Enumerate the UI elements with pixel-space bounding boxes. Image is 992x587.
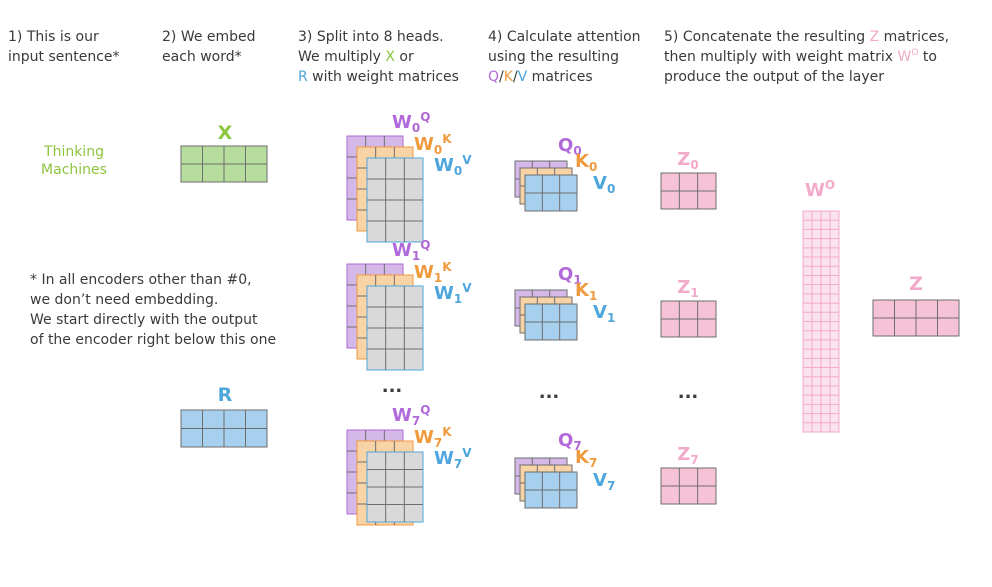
step-1-line-1: 1) This is our [8, 29, 99, 45]
z1-label: Z1 [677, 277, 698, 300]
z0: Z0 [660, 149, 717, 210]
head-1-weights: W1Q W1K W1V [346, 238, 472, 371]
encoder-note: * In all encoders other than #0, we don’… [30, 272, 276, 348]
step-3-line-2: We multiply X or [298, 49, 414, 65]
q0-label: Q0 [558, 135, 582, 158]
z7-label: Z7 [677, 444, 698, 467]
step-4-line-2: using the resulting [488, 49, 619, 65]
step-3-line-3: R with weight matrices [298, 69, 459, 85]
qkv-ellipsis: ... [539, 382, 560, 403]
w0q-label: W0Q [392, 110, 430, 135]
output-z: Z [872, 273, 960, 337]
step-1-line-2: input sentence* [8, 49, 120, 65]
x-label: X [218, 122, 233, 144]
k0-label: K0 [575, 151, 597, 174]
k7-label: K7 [575, 447, 597, 470]
z0-label: Z0 [677, 149, 698, 172]
head-1-qkv: Q1 K1 V1 [514, 264, 615, 341]
step-4-line-1: 4) Calculate attention [488, 29, 641, 45]
step-4-header: 4) Calculate attention using the resulti… [488, 29, 641, 85]
x-matrix [180, 145, 268, 183]
note-line-1: * In all encoders other than #0, [30, 272, 252, 288]
w0k-label: W0K [414, 132, 452, 157]
r-label: R [218, 384, 233, 406]
embedding-x: X [180, 122, 268, 183]
r-matrix [180, 409, 268, 448]
v0-label: V0 [593, 173, 615, 196]
z0-matrix [660, 172, 717, 210]
z1-matrix [660, 300, 717, 338]
step-5-line-2: then multiply with weight matrix WO to [664, 48, 937, 65]
z7-matrix [660, 467, 717, 505]
step-2-line-1: 2) We embed [162, 29, 256, 45]
wo-matrix [802, 210, 840, 433]
x-word: X [385, 49, 395, 65]
step-4-line-3: Q/K/V matrices [488, 69, 593, 85]
note-line-2: we don’t need embedding. [30, 292, 218, 308]
w1q-label: W1Q [392, 238, 430, 263]
w7v-label: W7V [434, 446, 472, 471]
r-word: R [298, 69, 308, 85]
w7v-matrix [366, 451, 424, 523]
output-z-matrix [872, 299, 960, 337]
q1-label: Q1 [558, 264, 582, 287]
head-7-qkv: Q7 K7 V7 [514, 430, 615, 509]
note-line-4: of the encoder right below this one [30, 332, 276, 348]
step-2-line-2: each word* [162, 49, 242, 65]
input-sentence: Thinking Machines [41, 144, 107, 178]
output-z-label: Z [909, 273, 923, 295]
w0v-matrix [366, 157, 424, 243]
step-2-header: 2) We embed each word* [162, 29, 256, 65]
w1k-label: W1K [414, 260, 452, 285]
weights-ellipsis: ... [382, 376, 403, 397]
w1v-label: W1V [434, 281, 472, 306]
w1v-matrix [366, 285, 424, 371]
step-3-header: 3) Split into 8 heads. We multiply X or … [298, 29, 459, 85]
output-weight: WO [802, 178, 840, 433]
step-1-header: 1) This is our input sentence* [8, 29, 120, 65]
head-0-qkv: Q0 K0 V0 [514, 135, 615, 212]
v7-label: V7 [593, 470, 615, 493]
embedding-r: R [180, 384, 268, 448]
input-word-2: Machines [41, 162, 107, 178]
k1-label: K1 [575, 280, 597, 303]
head-0-weights: W0Q W0K W0V [346, 110, 472, 243]
step-5-line-1: 5) Concatenate the resulting Z matrices, [664, 29, 949, 45]
wo-label: WO [805, 178, 835, 201]
w0v-label: W0V [434, 153, 472, 178]
step-3-line-1: 3) Split into 8 heads. [298, 29, 444, 45]
v7-matrix [524, 471, 578, 509]
v1-label: V1 [593, 302, 615, 325]
v1-matrix [524, 303, 578, 341]
v0-matrix [524, 174, 578, 212]
z1: Z1 [660, 277, 717, 338]
input-word-1: Thinking [43, 144, 104, 160]
w7q-label: W7Q [392, 403, 430, 428]
z-ellipsis: ... [678, 382, 699, 403]
w7k-label: W7K [414, 425, 452, 450]
step-5-line-3: produce the output of the layer [664, 69, 884, 85]
head-7-weights: W7Q W7K W7V [346, 403, 472, 526]
note-line-3: We start directly with the output [30, 312, 258, 328]
z7: Z7 [660, 444, 717, 505]
q7-label: Q7 [558, 430, 582, 453]
step-5-header: 5) Concatenate the resulting Z matrices,… [664, 29, 949, 85]
